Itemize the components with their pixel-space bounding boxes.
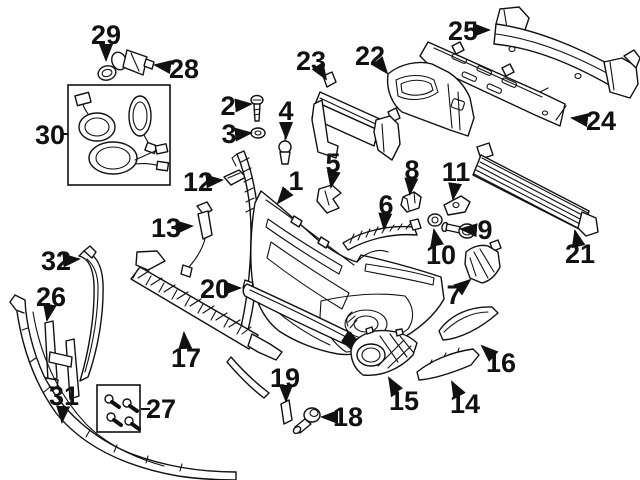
callout-10: 10 (426, 240, 456, 270)
part-27-screw-kit (96, 384, 141, 433)
part-17-lower-grille (130, 250, 283, 361)
part-28-parking-sensor (111, 49, 155, 76)
part-25-reinforcement-bar (493, 6, 640, 99)
callout-21: 21 (565, 239, 595, 269)
part-32-corner-bracket (78, 245, 104, 382)
callout-9: 9 (477, 215, 492, 245)
part-22-absorber-bracket (386, 61, 475, 137)
part-21-grille-strip (472, 142, 599, 237)
part-29-grommet (97, 65, 117, 81)
callout-20: 20 (200, 274, 230, 304)
callout-31: 31 (49, 381, 79, 411)
callout-27: 27 (146, 394, 176, 424)
callout-arrow-15 (388, 376, 404, 396)
callout-8: 8 (404, 155, 419, 185)
callout-11: 11 (442, 157, 471, 187)
callout-26: 26 (36, 282, 66, 312)
callout-arrow-5 (326, 170, 341, 189)
callout-arrow-11 (448, 182, 463, 201)
callout-25: 25 (448, 16, 478, 46)
part-15-fog-lamp-bezel (350, 326, 418, 376)
callout-arrow-28 (153, 60, 172, 75)
callout-arrow-23 (311, 61, 328, 81)
callout-2: 2 (220, 91, 235, 121)
part-30-wiring-harness-kit (67, 84, 171, 186)
callout-arrow-14 (451, 380, 466, 400)
callout-16: 16 (486, 348, 516, 378)
callout-arrow-21 (571, 229, 586, 249)
callout-23: 23 (296, 46, 326, 76)
part-4-clip (278, 135, 292, 165)
callout-arrow-22 (371, 56, 389, 75)
callout-arrow-3 (234, 127, 253, 142)
callout-arrow-1 (276, 186, 294, 205)
callout-32: 32 (41, 246, 71, 276)
callout-24: 24 (586, 106, 616, 136)
part-24-absorber (419, 41, 567, 127)
callout-arrow-13 (175, 220, 194, 235)
callout-15: 15 (389, 386, 419, 416)
part-16-molding (438, 306, 499, 341)
callout-4: 4 (278, 96, 293, 126)
part-20-valance (242, 279, 361, 351)
callout-arrow-12 (205, 174, 224, 189)
callout-7: 7 (446, 280, 461, 310)
callout-arrow-31 (56, 405, 71, 424)
callout-6: 6 (378, 190, 393, 220)
callout-1: 1 (288, 166, 303, 196)
callout-5: 5 (325, 148, 340, 178)
callout-12: 12 (183, 167, 213, 197)
callout-arrow-2 (234, 98, 253, 113)
callout-layer: 1234567891011121314151617181920212223242… (35, 16, 616, 432)
part-18-bolt (292, 407, 321, 435)
callout-arrow-8 (404, 177, 419, 196)
callout-arrow-24 (570, 113, 589, 128)
part-10-washer (427, 213, 443, 227)
part-13-bracket-wire (180, 201, 213, 278)
callout-arrow-7 (453, 278, 472, 296)
callout-3: 3 (221, 119, 236, 149)
callout-14: 14 (450, 389, 480, 419)
callout-arrow-32 (62, 253, 81, 268)
part-23-channel-bracket (311, 71, 401, 161)
part-7-bracket (464, 239, 502, 284)
callout-19: 19 (270, 363, 300, 393)
callout-arrow-16 (480, 344, 499, 362)
fascia-lower-lip (226, 356, 270, 399)
callout-29: 29 (91, 20, 121, 50)
part-3-washer (250, 127, 266, 139)
callout-30: 30 (35, 120, 65, 150)
part-26-support-bracket (44, 320, 80, 400)
callout-arrow-10 (430, 228, 445, 248)
part-14-cover (416, 347, 480, 381)
callout-arrow-6 (378, 212, 393, 231)
callout-18: 18 (333, 402, 363, 432)
callout-arrow-26 (42, 303, 57, 322)
callout-arrow-17 (178, 331, 193, 350)
callout-13: 13 (151, 213, 181, 243)
callout-22: 22 (355, 41, 385, 71)
callout-28: 28 (169, 54, 199, 84)
callout-17: 17 (171, 343, 201, 373)
callout-arrow-9 (459, 223, 478, 238)
part-6-slat-bracket (342, 218, 422, 251)
